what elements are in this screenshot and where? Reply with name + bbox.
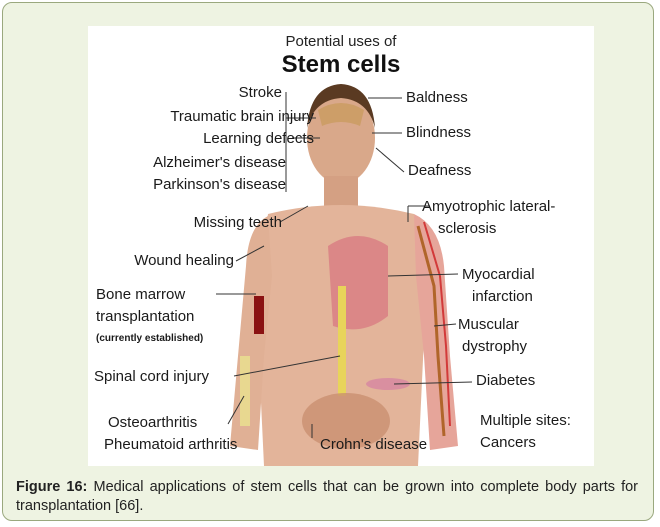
body-illustration: Potential uses of Stem cells	[88, 26, 594, 466]
label-bone-marrow-3: (currently established)	[96, 333, 203, 344]
label-stroke: Stroke	[239, 84, 282, 101]
label-parkinsons: Parkinson's disease	[153, 176, 286, 193]
label-crohns: Crohn's disease	[320, 436, 427, 453]
label-blindness: Blindness	[406, 124, 471, 141]
caption-text: Medical applications of stem cells that …	[16, 479, 638, 514]
label-osteo: Osteoarthritis	[108, 414, 197, 431]
arm-bone-shape	[240, 356, 250, 426]
figure-caption: Figure 16: Medical applications of stem …	[16, 478, 638, 516]
label-bone-marrow-1: Bone marrow	[96, 286, 185, 303]
heart-lungs-shape	[328, 236, 388, 329]
label-myo-2: infarction	[472, 288, 533, 305]
label-wound: Wound healing	[134, 252, 234, 269]
label-musc-2: dystrophy	[462, 338, 527, 355]
label-teeth: Missing teeth	[194, 214, 282, 231]
label-cancers: Cancers	[480, 434, 536, 451]
label-learning: Learning defects	[203, 130, 314, 147]
diagram-title: Stem cells	[282, 51, 401, 78]
label-deafness: Deafness	[408, 162, 471, 179]
label-diabetes: Diabetes	[476, 372, 535, 389]
label-als-1: Amyotrophic lateral-	[422, 198, 555, 215]
label-als-2: sclerosis	[438, 220, 496, 237]
label-rheum: Pheumatoid arthritis	[104, 436, 237, 453]
stem-cells-diagram: Potential uses of Stem cells Stroke Trau…	[88, 26, 594, 466]
spine-shape	[338, 286, 346, 396]
label-tbi: Traumatic brain injury	[170, 108, 314, 125]
label-alzheimers: Alzheimer's disease	[153, 154, 286, 171]
label-spinal: Spinal cord injury	[94, 368, 209, 385]
bone-marrow-shape	[254, 296, 264, 334]
label-multiple-sites: Multiple sites:	[480, 412, 571, 429]
diagram-subtitle: Potential uses of	[286, 33, 398, 50]
label-baldness: Baldness	[406, 89, 468, 106]
label-musc-1: Muscular	[458, 316, 519, 333]
caption-label: Figure 16:	[16, 479, 87, 495]
label-myo-1: Myocardial	[462, 266, 535, 283]
label-bone-marrow-2: transplantation	[96, 308, 194, 325]
